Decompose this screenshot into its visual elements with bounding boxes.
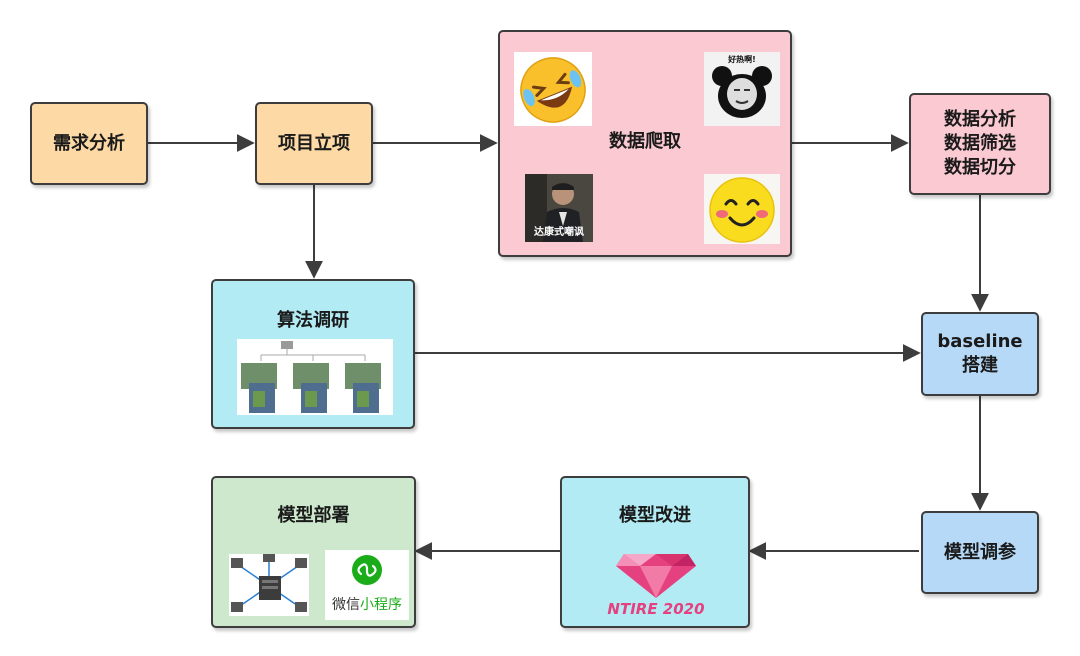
node-algorithm-research: 算法调研 [211, 279, 415, 429]
node-project-label: 项目立项 [278, 132, 350, 154]
wechat-miniprogram-text: 微信小程序 [325, 594, 409, 614]
node-research-label: 算法调研 [277, 310, 349, 331]
node-analysis-label: 数据分析 数据筛选 数据切分 [944, 109, 1016, 178]
node-data-analysis: 数据分析 数据筛选 数据切分 [909, 93, 1051, 195]
research-diagram-image [237, 339, 393, 415]
sarcastic-meme-image: 达康式嘲讽 [525, 174, 593, 242]
network-servers-image [229, 554, 309, 616]
miniprogram-text: 小程序 [360, 597, 402, 613]
ntire-logo-image: NTIRE 2020 [590, 544, 722, 620]
smiling-emoji-image [704, 174, 780, 244]
node-deploy-label: 模型部署 [277, 505, 350, 526]
node-baseline: baseline 搭建 [921, 312, 1039, 396]
node-baseline-label: baseline 搭建 [937, 331, 1023, 376]
node-requirement-analysis: 需求分析 [30, 102, 148, 185]
node-tuning-label: 模型调参 [944, 541, 1016, 563]
sarcastic-meme-caption: 达康式嘲讽 [534, 227, 584, 238]
node-crawl-label: 数据爬取 [609, 131, 681, 152]
panda-meme-image: 好热啊! [704, 52, 780, 126]
node-model-deployment: 模型部署 微信小程序 [211, 476, 416, 628]
node-data-crawling: 数据爬取 [498, 30, 792, 257]
node-project-initiation: 项目立项 [255, 102, 373, 185]
node-model-improvement: 模型改进 NTIRE 2020 [560, 476, 750, 628]
panda-caption: 好热啊! [728, 55, 756, 64]
node-requirement-label: 需求分析 [53, 132, 125, 154]
laughing-emoji-image [514, 52, 592, 126]
node-improve-label: 模型改进 [619, 505, 691, 526]
node-model-tuning: 模型调参 [921, 511, 1039, 594]
ntire-logo-text: NTIRE 2020 [607, 600, 705, 618]
wechat-miniprogram-image: 微信小程序 [325, 550, 409, 620]
wechat-text: 微信 [332, 597, 360, 613]
